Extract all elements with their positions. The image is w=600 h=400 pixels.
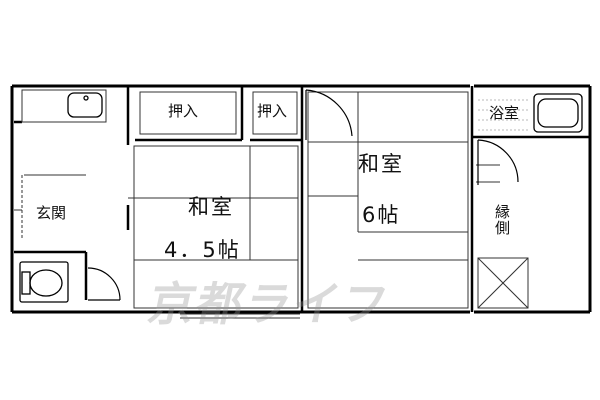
entrance-label: 玄関 xyxy=(36,204,67,222)
door-swings xyxy=(87,89,519,301)
closet-right-label: 押入 xyxy=(257,102,288,120)
toilet xyxy=(19,261,69,303)
thin-lines xyxy=(14,89,529,319)
inner-walls xyxy=(14,86,590,312)
bath-label: 浴室 xyxy=(489,104,520,122)
watermark: 京都ライフ xyxy=(143,277,396,331)
closet-left-label: 押入 xyxy=(168,102,199,120)
washitsu-small-name: 和室 xyxy=(188,195,234,219)
bath-tile xyxy=(478,99,530,131)
washitsu-small-size: 4．5帖 xyxy=(164,238,241,262)
outer-walls xyxy=(10,84,592,314)
veranda-label: 縁側 xyxy=(493,204,511,236)
washitsu-large-name: 和室 xyxy=(358,152,404,176)
washitsu-large-size: 6帖 xyxy=(362,203,401,227)
bathtub xyxy=(533,93,583,133)
sink xyxy=(67,92,103,118)
